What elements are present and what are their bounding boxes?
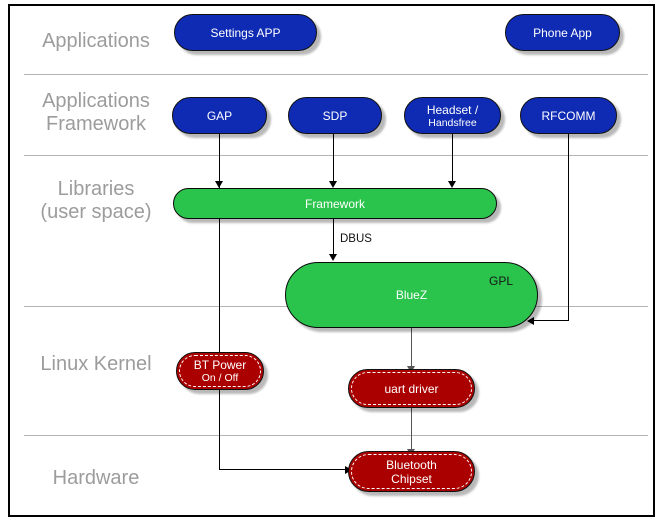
edge-label-dbus: DBUS <box>340 233 372 245</box>
node-bt-power[interactable]: BT Power On / Off <box>176 352 264 390</box>
node-settings-app[interactable]: Settings APP <box>174 14 317 51</box>
edge-rfcomm-vertical <box>568 134 570 321</box>
node-bluetooth-chipset-label-line1: Bluetooth <box>386 457 437 472</box>
edge-headset-to-framework <box>452 134 454 182</box>
node-headset-handsfree[interactable]: Headset / Handsfree <box>404 97 501 134</box>
edge-framework-to-bluez <box>333 218 335 255</box>
node-bluez-label: BlueZ <box>395 288 428 302</box>
node-phone-app[interactable]: Phone App <box>505 14 620 51</box>
edge-headset-to-framework-arrowhead <box>447 181 456 188</box>
node-rfcomm[interactable]: RFCOMM <box>520 97 617 134</box>
node-headset-handsfree-label-line2: Handsfree <box>428 116 477 129</box>
node-uart-driver[interactable]: uart driver <box>348 369 475 408</box>
layer-label-linux-kernel: Linux Kernel <box>40 353 152 375</box>
node-gap[interactable]: GAP <box>172 97 267 134</box>
node-sdp[interactable]: SDP <box>288 97 382 134</box>
node-settings-app-label: Settings APP <box>210 25 281 40</box>
edge-gap-to-framework-arrowhead <box>214 181 223 188</box>
node-framework-label: Framework <box>304 196 365 211</box>
edge-rfcomm-horizontal <box>534 320 569 322</box>
layer-label-libraries: Libraries (user space) <box>40 178 152 223</box>
edge-framework-to-bluez-arrowhead <box>328 254 337 261</box>
edge-gap-vertical <box>219 134 221 470</box>
edge-sdp-to-framework <box>333 134 335 182</box>
divider-linux-kernel <box>24 435 648 436</box>
edge-sdp-to-framework-arrowhead <box>328 181 337 188</box>
layer-label-hardware: Hardware <box>52 467 140 489</box>
edge-uart-to-chipset <box>411 408 413 451</box>
edge-rfcomm-arrowhead <box>527 316 534 325</box>
node-bluez[interactable]: GPL BlueZ <box>285 262 538 328</box>
node-bluetooth-chipset[interactable]: Bluetooth Chipset <box>348 451 475 492</box>
node-uart-driver-label: uart driver <box>384 381 439 396</box>
node-rfcomm-label: RFCOMM <box>541 108 596 123</box>
node-phone-app-label: Phone App <box>533 25 592 40</box>
node-headset-handsfree-label-line1: Headset / <box>426 102 479 117</box>
node-bluetooth-chipset-label-line2: Chipset <box>391 471 432 486</box>
edge-gap-horizontal <box>219 469 347 471</box>
node-gap-label: GAP <box>206 108 233 123</box>
divider-applications <box>24 74 648 75</box>
node-sdp-label: SDP <box>322 108 348 123</box>
diagram-frame <box>8 4 655 517</box>
layer-label-applications: Applications <box>42 30 150 52</box>
node-bt-power-label-line2: On / Off <box>201 372 239 384</box>
node-framework[interactable]: Framework <box>173 188 497 219</box>
divider-applications-framework <box>24 155 648 156</box>
layer-label-applications-framework: Applications Framework <box>42 90 150 135</box>
edge-bluez-to-uart <box>411 328 413 368</box>
node-bluez-gpl-badge: GPL <box>488 274 513 288</box>
node-bt-power-label-line1: BT Power <box>193 358 247 372</box>
